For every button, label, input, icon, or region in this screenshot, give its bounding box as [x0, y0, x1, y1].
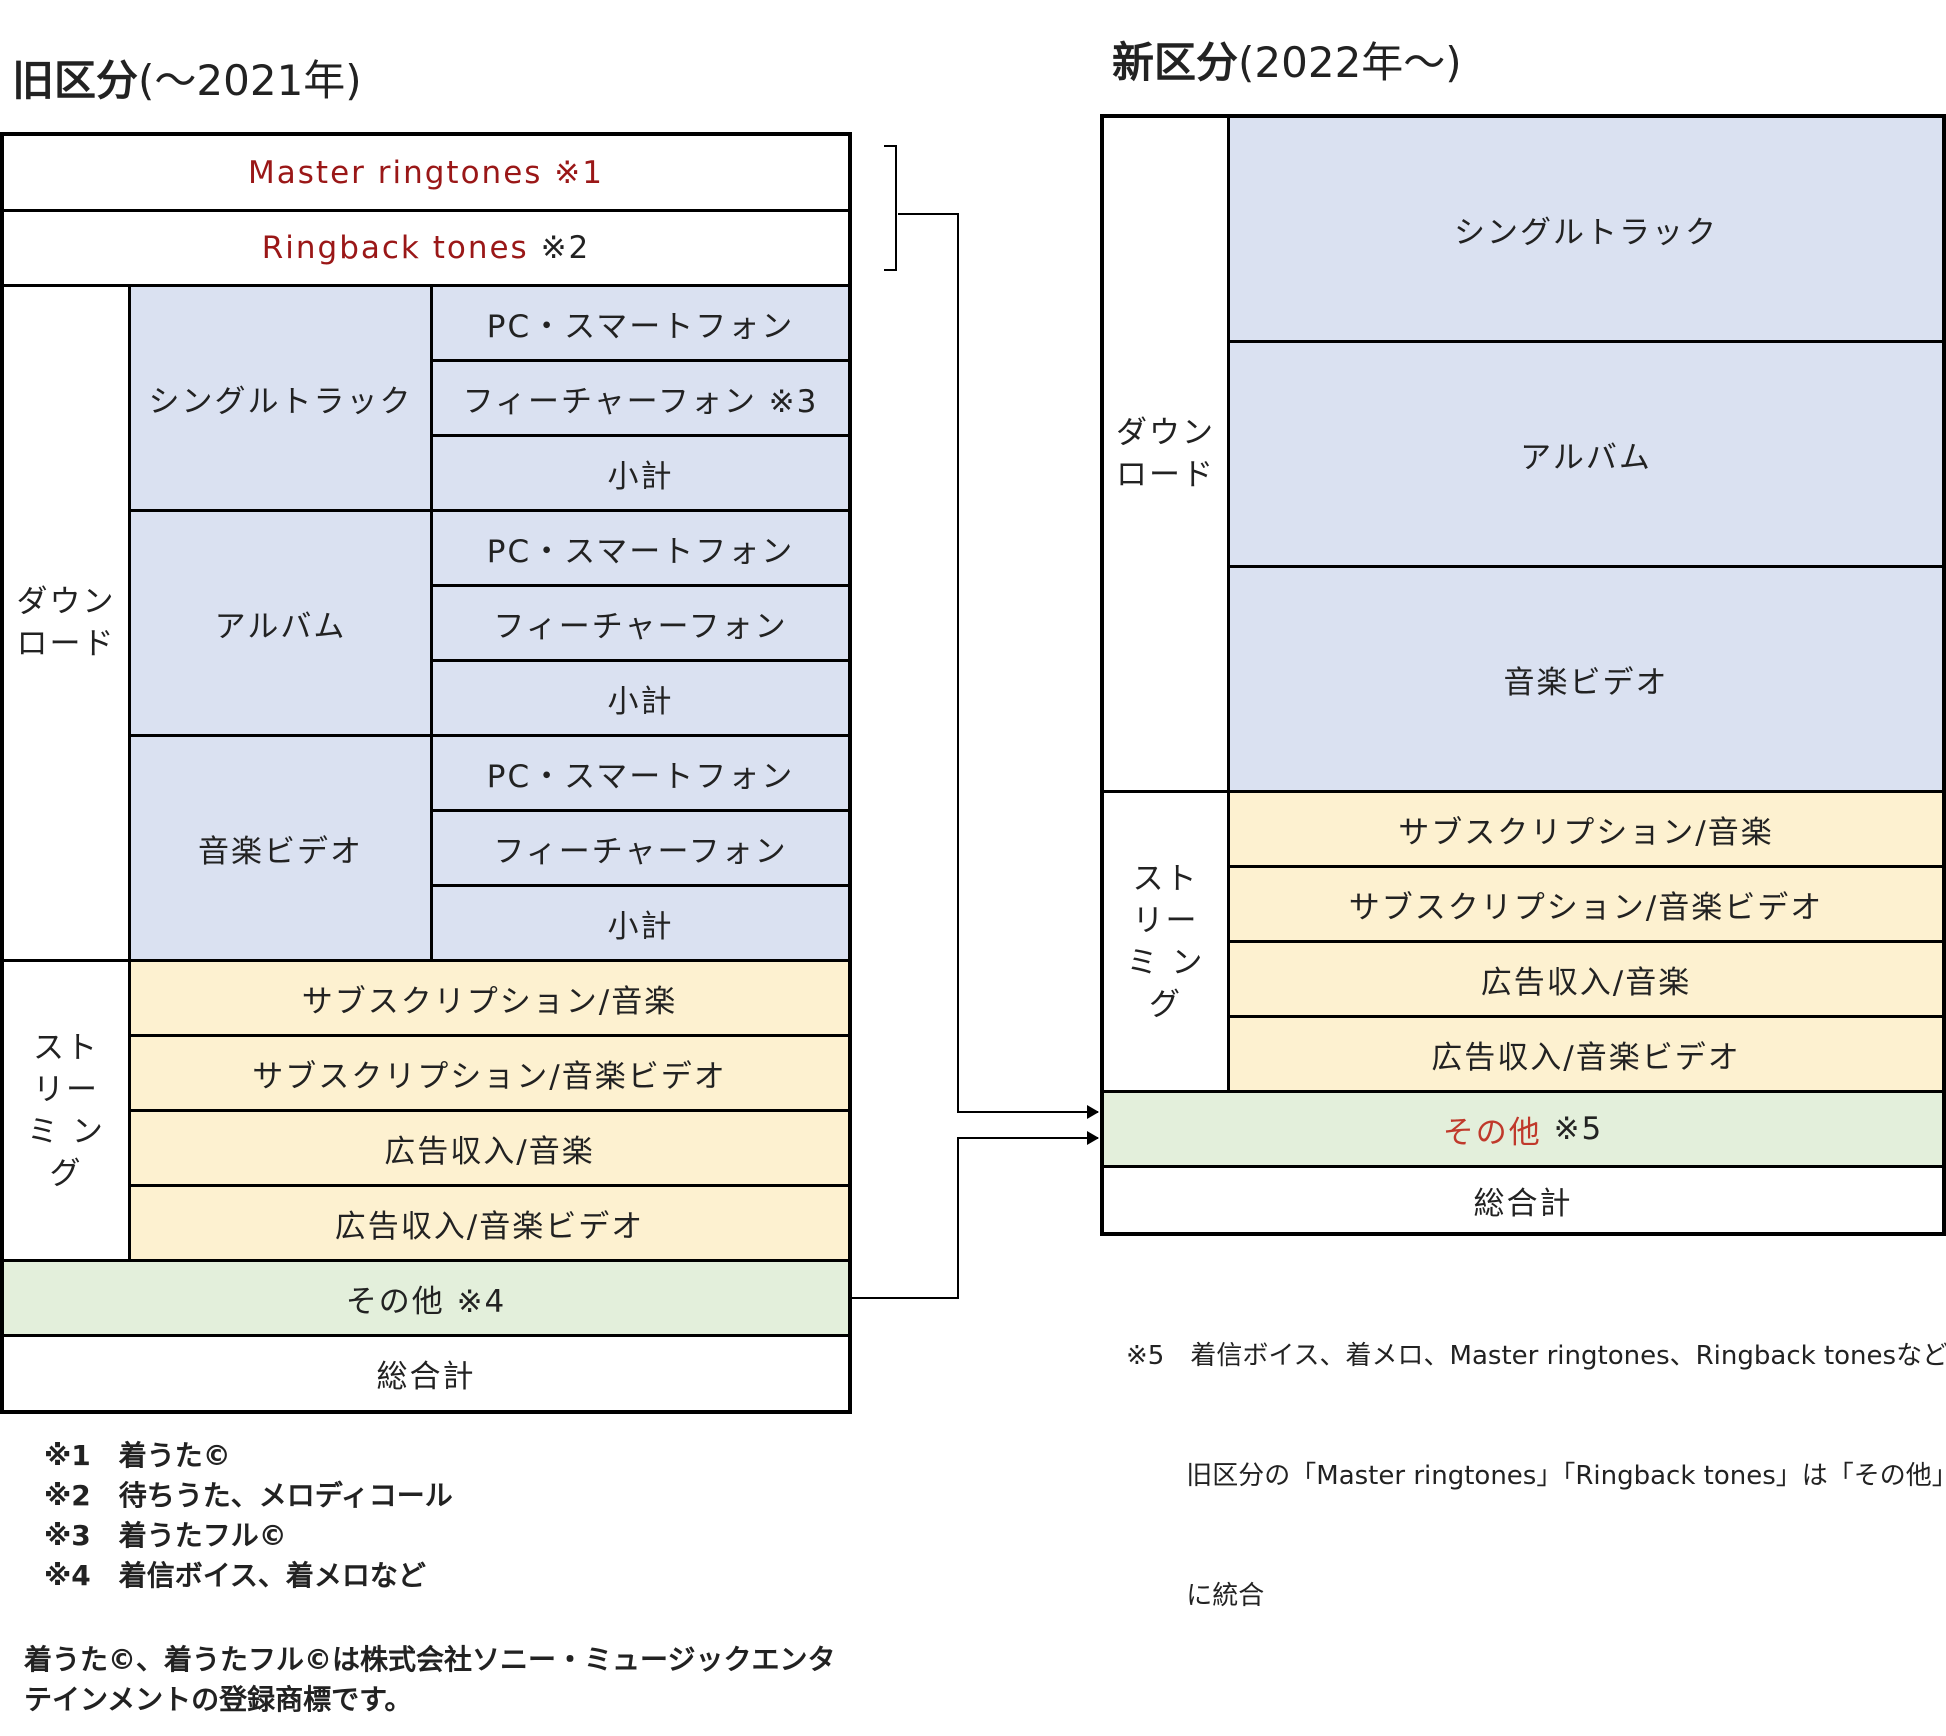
old-album-feature-row: フィーチャーフォン [433, 587, 848, 662]
new-sub-music-row: サブスクリプション/音楽 [1230, 793, 1942, 868]
new-classification-table: ダウン ロード シングルトラック アルバム 音楽ビデオ スト リーミ ング サブ… [1100, 114, 1946, 1236]
new-video-row: 音楽ビデオ [1230, 568, 1942, 793]
ringback-tones-row: Ringback tones ※2 [4, 212, 848, 287]
new-table-title: 新区分(2022年～) [1112, 38, 1462, 87]
old-video-pc-row: PC・スマートフォン [433, 737, 848, 812]
old-total-row: 総合計 [4, 1337, 848, 1410]
new-ad-video-row: 広告収入/音楽ビデオ [1230, 1018, 1942, 1093]
other-arrow [852, 1131, 1099, 1299]
old-streaming-label: スト リーミ ング [4, 962, 131, 1262]
new-footnotes: ※5 着信ボイス、着メロ、Master ringtones、Ringback t… [1126, 1256, 1946, 1656]
trademark-note: 着うた©、着うたフル©は株式会社ソニー・ミュージックエンタ テインメントの登録商… [24, 1643, 836, 1716]
old-sub-music-row: サブスクリプション/音楽 [131, 962, 848, 1037]
footnote-1: ※1 着うた© [44, 1439, 231, 1472]
footnote-3: ※3 着うたフル© [44, 1519, 287, 1552]
old-album-label: アルバム [131, 512, 433, 737]
footnote-4: ※4 着信ボイス、着メロなど [44, 1559, 426, 1592]
old-ad-video-row: 広告収入/音楽ビデオ [131, 1187, 848, 1262]
old-video-subtotal-row: 小計 [433, 887, 848, 962]
footnote-5: ※5 着信ボイス、着メロ、Master ringtones、Ringback t… [1126, 1341, 1946, 1371]
new-ad-music-row: 広告収入/音楽 [1230, 943, 1942, 1018]
old-classification-table: Master ringtones ※1 Ringback tones ※2 ダウ… [0, 132, 852, 1414]
old-sub-video-row: サブスクリプション/音楽ビデオ [131, 1037, 848, 1112]
old-ad-music-row: 広告収入/音楽 [131, 1112, 848, 1187]
new-sub-video-row: サブスクリプション/音楽ビデオ [1230, 868, 1942, 943]
old-single-track-label: シングルトラック [131, 287, 433, 512]
old-download-label: ダウン ロード [4, 287, 131, 962]
old-album-subtotal-row: 小計 [433, 662, 848, 737]
ringtones-arrow [898, 213, 1099, 1119]
old-video-feature-row: フィーチャーフォン [433, 812, 848, 887]
new-total-row: 総合計 [1104, 1168, 1942, 1232]
old-video-label: 音楽ビデオ [131, 737, 433, 962]
old-album-pc-row: PC・スマートフォン [433, 512, 848, 587]
old-table-title: 旧区分(～2021年) [12, 56, 362, 105]
old-single-subtotal-row: 小計 [433, 437, 848, 512]
old-single-pc-row: PC・スマートフォン [433, 287, 848, 362]
new-single-track-row: シングルトラック [1230, 118, 1942, 343]
new-album-row: アルバム [1230, 343, 1942, 568]
ringtones-bracket [884, 145, 897, 271]
master-ringtones-row: Master ringtones ※1 [4, 136, 848, 212]
old-other-row: その他 ※4 [4, 1262, 848, 1337]
footnote-2: ※2 待ちうた、メロディコール [44, 1479, 453, 1512]
new-other-row: その他 ※5 [1104, 1093, 1942, 1168]
old-footnotes: ※1 着うた© ※2 待ちうた、メロディコール ※3 着うたフル© ※4 着信ボ… [44, 1436, 453, 1596]
old-single-feature-row: フィーチャーフォン ※3 [433, 362, 848, 437]
new-streaming-label: スト リーミ ング [1104, 793, 1230, 1093]
new-download-label: ダウン ロード [1104, 118, 1230, 793]
